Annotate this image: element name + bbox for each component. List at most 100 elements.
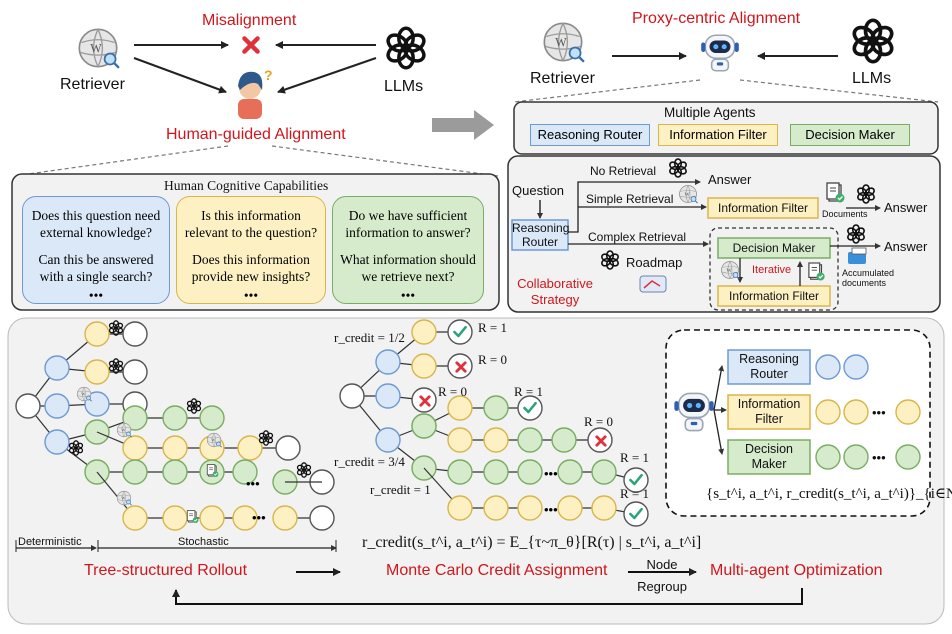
simple-info-filter-box (707, 197, 819, 219)
opt-filter-box (727, 394, 811, 430)
agent-decision-maker: Decision Maker (790, 124, 910, 146)
tree-node (411, 353, 437, 379)
credit-assignment-graph: ••• ••• (339, 319, 649, 527)
agent-information-filter: Information Filter (658, 124, 778, 146)
tree-rollout-graph: ••• ••• (15, 320, 335, 531)
tree-node (44, 429, 70, 455)
optimization-rows (713, 349, 921, 475)
ellipsis-mark: ••• (246, 476, 260, 491)
tree-node (557, 495, 583, 521)
iterative-dashed-box (709, 227, 839, 311)
decision-maker-label: Decision Maker (732, 241, 816, 255)
opt-decision-box (727, 439, 811, 475)
question-label: Question (512, 183, 565, 198)
phase-spans (15, 540, 337, 552)
tree-node (199, 405, 225, 431)
llm-to-human-arrow (277, 57, 377, 94)
llms-label: LLMs (384, 78, 424, 95)
tree-node (232, 459, 258, 485)
tree-node (122, 435, 148, 461)
mc-credit-label: Monte Carlo Credit Assignment (386, 562, 608, 579)
card-decision-ellipsis: ••• (400, 288, 416, 303)
feedback-loop-arrow (172, 588, 803, 605)
agent-reasoning-router: Reasoning Router (530, 124, 650, 146)
tree-node (309, 505, 335, 531)
opt-router-box (727, 349, 811, 385)
tree-node (122, 359, 148, 385)
opt-router-label: Reasoning Router (739, 352, 799, 381)
tree-node (199, 505, 225, 531)
cognitive-card-router: Does this question need external knowled… (22, 196, 170, 304)
tree-node (84, 391, 110, 417)
rcredit-34-label: r_credit = 3/4 (334, 454, 405, 469)
tree-node (411, 413, 437, 439)
collaborative-strategy-label: Collaborative Strategy (517, 276, 593, 307)
transition-arrow (432, 110, 494, 140)
retriever-icon-right (543, 22, 585, 64)
tree-node (122, 405, 148, 431)
r0-label-a: R = 0 (478, 352, 508, 367)
rcredit-1-label: r_credit = 1 (370, 482, 431, 497)
r1-label-c: R = 1 (620, 450, 650, 465)
tree-node (122, 505, 148, 531)
card-router-q1: Does this question need external knowled… (31, 208, 161, 240)
credit-formula: r_credit(s_t^i, a_t^i) = E_{τ~π_θ}[R(τ) … (362, 534, 702, 551)
tree-node (84, 321, 110, 347)
r0-label-b: R = 0 (438, 384, 468, 399)
tree-node (517, 427, 543, 453)
tree-node (623, 501, 649, 527)
tree-node (411, 319, 437, 345)
accumulated-docs-icon (848, 247, 867, 264)
multiple-agents-title: Multiple Agents (664, 105, 756, 120)
card-decision-q2: What information should we retrieve next… (340, 252, 476, 284)
card-router-q2: Can this be answered with a single searc… (38, 252, 154, 284)
tree-node (272, 505, 298, 531)
zoom-line-right (271, 145, 499, 177)
tree-node (122, 459, 148, 485)
r0-label-c: R = 0 (584, 414, 614, 429)
tree-node (483, 495, 509, 521)
tree-node (237, 435, 263, 461)
tree-rollout-label: Tree-structured Rollout (84, 562, 248, 579)
tree-node (447, 459, 473, 485)
strategy-flow (511, 158, 881, 311)
cognitive-card-filter: Is this information relevant to the ques… (176, 196, 326, 304)
roadmap-label: Roadmap (626, 255, 683, 270)
human-guided-label: Human-guided Alignment (166, 126, 346, 143)
router-label: Reasoning Router (512, 221, 570, 249)
multi-agent-label: Multi-agent Optimization (710, 562, 883, 579)
tree-node (232, 505, 258, 531)
opt-filter-label: Information Filter (737, 397, 801, 426)
tree-node (591, 495, 617, 521)
tree-node (44, 355, 70, 381)
retriever-to-human-arrow (133, 57, 227, 94)
tree-node (483, 427, 509, 453)
node-regroup-label: Node Regroup (637, 557, 687, 594)
opt-decision-dots: ••• (872, 450, 886, 465)
tree-node (483, 459, 509, 485)
svg-text:?: ? (264, 67, 273, 83)
tree-node (44, 393, 70, 419)
opt-decision-label: Decision Maker (745, 442, 793, 471)
tree-node (447, 427, 473, 453)
opt-filter-dots: ••• (872, 405, 886, 420)
tree-node (162, 435, 188, 461)
ellipsis-mark: ••• (252, 510, 266, 525)
card-decision-q1: Do we have sufficient information to ans… (345, 208, 471, 240)
tuple-set-label: {s_t^i, a_t^i, r_credit(s_t^i, a_t^i)}_{… (706, 486, 952, 502)
tree-node (162, 459, 188, 485)
card-filter-ellipsis: ••• (243, 288, 259, 303)
ellipsis-mark: ••• (544, 502, 558, 517)
misalignment-label: Misalignment (202, 12, 297, 29)
tree-node (275, 435, 301, 461)
complex-retrieval-label: Complex Retrieval (588, 230, 687, 244)
proxy-title: Proxy-centric Alignment (632, 10, 801, 27)
complex-info-filter-box (717, 285, 831, 307)
answer-label-3: Answer (884, 239, 928, 254)
card-filter-q2: Does this information provide new insigh… (191, 252, 311, 284)
ellipsis-mark: ••• (544, 466, 558, 481)
tree-node (122, 321, 148, 347)
tree-node (339, 383, 365, 409)
tree-node (447, 495, 473, 521)
misalignment-cross-icon (244, 38, 257, 51)
